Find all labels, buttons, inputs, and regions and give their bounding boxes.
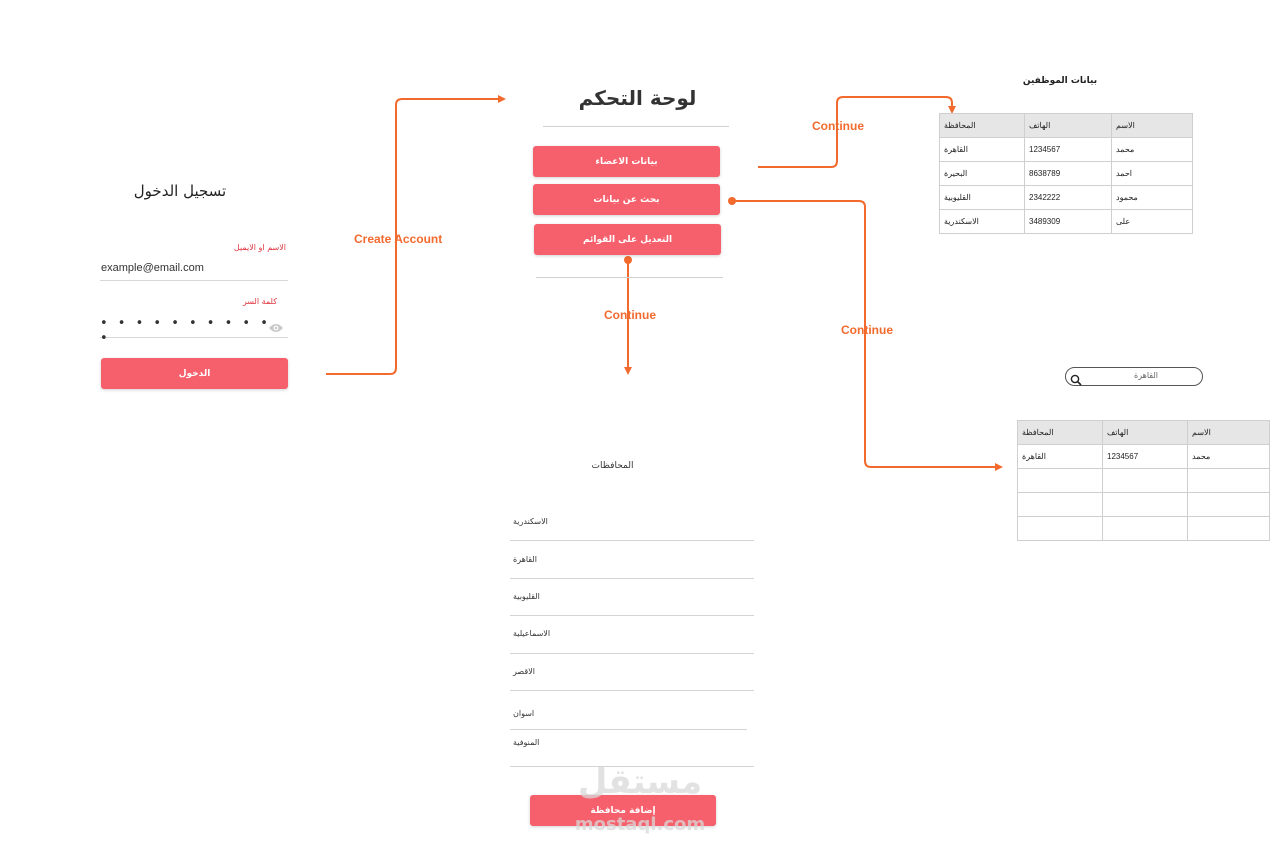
table-cell (1017, 516, 1103, 541)
employees-title: بيانات الموظفين (1022, 76, 1098, 86)
table-cell: احمد (1111, 161, 1193, 186)
divider (536, 277, 723, 278)
arrow-origin-dot (728, 197, 736, 205)
search-input[interactable]: القاهرة (1065, 367, 1203, 386)
password-field[interactable]: • • • • • • • • • • • (100, 312, 288, 346)
login-title: تسجيل الدخول (133, 182, 227, 200)
flow-label-create-account: Create Account (354, 232, 443, 246)
list-item[interactable]: القليوبية (513, 592, 540, 601)
table-cell (1187, 468, 1270, 493)
table-cell: محمد (1187, 444, 1270, 469)
table-cell: محمد (1111, 137, 1193, 162)
list-item[interactable]: اسوان (513, 709, 535, 718)
table-row: البحيرة 8638789 احمد (939, 161, 1193, 186)
flow-label-continue: Continue (604, 308, 656, 322)
table-cell: القاهرة (939, 137, 1025, 162)
table-cell: القليوبية (939, 185, 1025, 210)
table-cell: 1234567 (1102, 444, 1188, 469)
table-cell (1017, 468, 1103, 493)
table-header-row: المحافظة الهاتف الاسم (939, 113, 1193, 138)
table-cell (1187, 516, 1270, 541)
table-row (1017, 516, 1270, 541)
password-value: • • • • • • • • • • • (100, 316, 271, 346)
table-cell: القاهرة (1017, 444, 1103, 469)
table-cell (1102, 492, 1188, 517)
table-header-row: المحافظة الهاتف الاسم (1017, 420, 1270, 445)
list-item[interactable]: المنوفية (513, 738, 540, 747)
search-value: القاهرة (1134, 371, 1158, 380)
column-header: الاسم (1187, 420, 1270, 445)
list-item[interactable]: الاسماعيلية (513, 629, 551, 638)
divider (510, 540, 754, 541)
members-data-button[interactable]: بيانات الاعضاء (533, 146, 720, 177)
column-header: الهاتف (1102, 420, 1188, 445)
table-cell: الاسكندرية (939, 209, 1025, 234)
table-cell: على (1111, 209, 1193, 234)
table-row (1017, 468, 1270, 493)
dashboard-title: لوحة التحكم (578, 86, 697, 110)
search-results-table: المحافظة الهاتف الاسم القاهرة 1234567 مح… (1017, 420, 1270, 541)
column-header: الاسم (1111, 113, 1193, 138)
table-cell: 3489309 (1024, 209, 1112, 234)
arrow-login-to-dashboard (326, 95, 506, 375)
divider (510, 766, 754, 767)
table-cell: 8638789 (1024, 161, 1112, 186)
username-label: الاسم او الايميل (233, 243, 286, 252)
list-item[interactable]: الاسكندرية (513, 517, 548, 526)
table-cell: 2342222 (1024, 185, 1112, 210)
username-field[interactable]: example@email.com (100, 259, 288, 281)
search-icon (1070, 371, 1082, 390)
arrow-dashboard-to-search (732, 200, 1003, 471)
employees-table: المحافظة الهاتف الاسم القاهرة 1234567 مح… (939, 113, 1193, 234)
table-row: الاسكندرية 3489309 على (939, 209, 1193, 234)
watermark-url: mostaql.com (574, 814, 706, 835)
column-header: المحافظة (939, 113, 1025, 138)
table-cell: محمود (1111, 185, 1193, 210)
eye-icon[interactable] (268, 318, 284, 337)
table-cell (1102, 468, 1188, 493)
table-row: القاهرة 1234567 محمد (939, 137, 1193, 162)
search-data-button[interactable]: بحث عن بيانات (533, 184, 720, 215)
column-header: المحافظة (1017, 420, 1103, 445)
arrow-origin-dot (624, 256, 632, 264)
edit-lists-button[interactable]: التعديل على القوائم (534, 224, 721, 255)
divider (510, 690, 754, 691)
divider (510, 729, 747, 730)
divider (543, 126, 729, 127)
divider (510, 653, 754, 654)
login-button[interactable]: الدخول (101, 358, 288, 389)
table-cell (1017, 492, 1103, 517)
watermark-logo: مستقل (577, 762, 703, 802)
divider (510, 578, 754, 579)
table-row: القليوبية 2342222 محمود (939, 185, 1193, 210)
column-header: الهاتف (1024, 113, 1112, 138)
table-cell (1187, 492, 1270, 517)
table-cell (1102, 516, 1188, 541)
divider (510, 615, 754, 616)
table-row: القاهرة 1234567 محمد (1017, 444, 1270, 469)
arrow-dashboard-to-employees (758, 96, 956, 168)
table-cell: 1234567 (1024, 137, 1112, 162)
username-value: example@email.com (101, 262, 204, 274)
table-row (1017, 492, 1270, 517)
list-item[interactable]: الاقصر (513, 667, 535, 676)
password-label: كلمة السر (242, 297, 277, 306)
flow-label-continue: Continue (841, 323, 893, 337)
list-item[interactable]: القاهرة (513, 555, 537, 564)
flow-label-continue: Continue (812, 119, 864, 133)
governorates-title: المحافظات (591, 461, 634, 471)
add-governorate-button[interactable]: إضافة محافظة (530, 795, 716, 826)
table-cell: البحيرة (939, 161, 1025, 186)
